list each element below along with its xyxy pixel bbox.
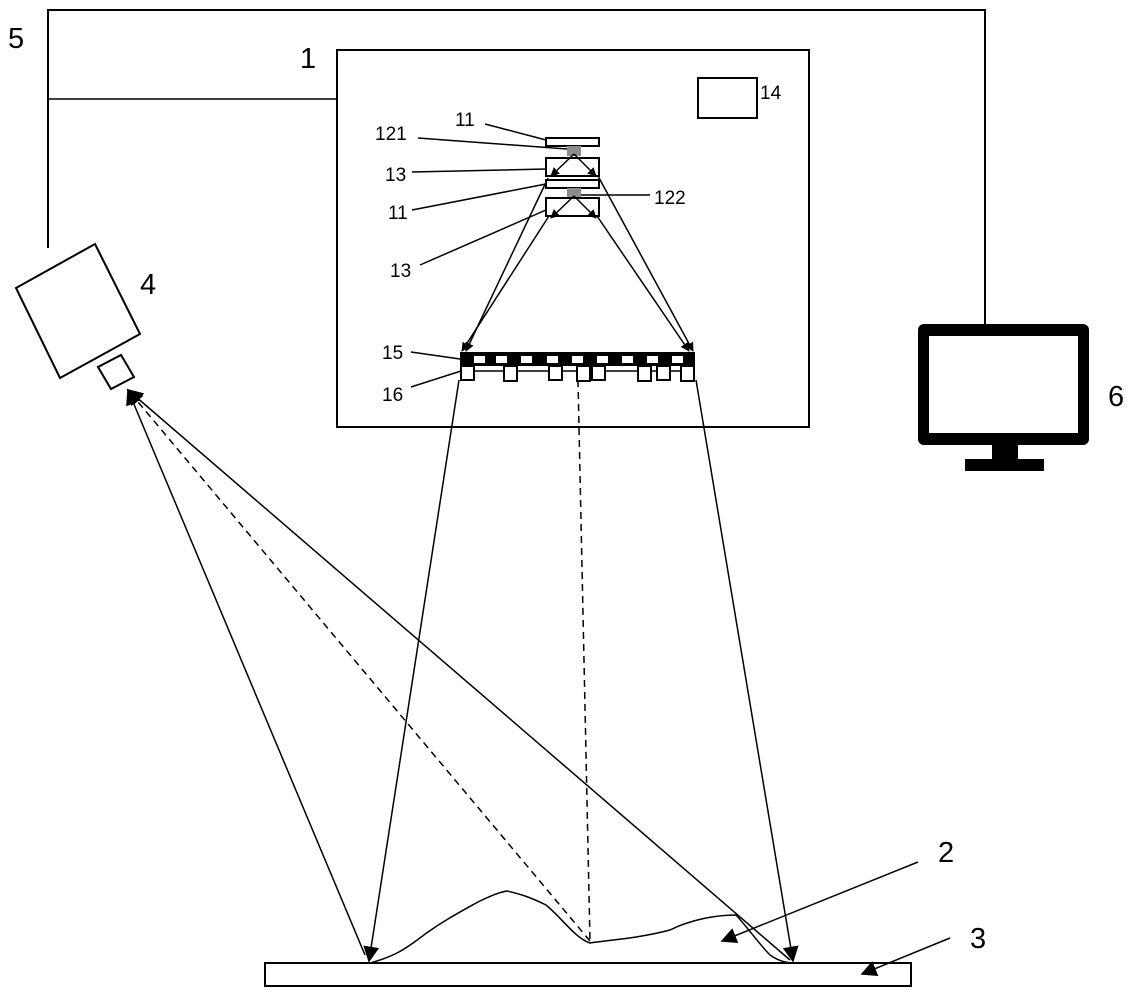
camera (14, 242, 142, 391)
projection-beams (363, 379, 799, 963)
label-lens-top: 13 (385, 165, 406, 186)
label-camera: 4 (140, 269, 156, 301)
controller-box (697, 77, 758, 119)
monitor (918, 324, 1089, 471)
label-object: 2 (938, 837, 954, 869)
leader-lines (410, 123, 951, 976)
light-source-bottom (545, 179, 600, 189)
label-lens-bottom: 13 (390, 261, 411, 282)
led-emitter-121 (567, 146, 581, 156)
lens-bottom (545, 195, 600, 219)
mask-layer (460, 352, 695, 366)
led-emitter-122 (567, 188, 581, 198)
label-cable: 5 (8, 23, 24, 55)
label-light-source-bottom: 11 (388, 203, 408, 224)
light-source-top (545, 137, 600, 147)
label-stage: 3 (970, 923, 986, 955)
label-mask: 15 (382, 343, 403, 364)
grating-layer (460, 365, 695, 382)
label-controller: 14 (760, 83, 782, 104)
stage-platform (264, 962, 912, 987)
label-monitor: 6 (1108, 381, 1124, 413)
label-led-first: 121 (375, 124, 407, 145)
lens-top (545, 153, 600, 177)
label-light-source-top: 11 (455, 110, 475, 131)
label-grating: 16 (382, 385, 403, 406)
label-system: 1 (300, 43, 316, 75)
label-led-second: 122 (654, 188, 686, 209)
reflected-rays (126, 388, 791, 961)
object-surface (369, 890, 796, 964)
inner-projection-beams (461, 175, 694, 352)
